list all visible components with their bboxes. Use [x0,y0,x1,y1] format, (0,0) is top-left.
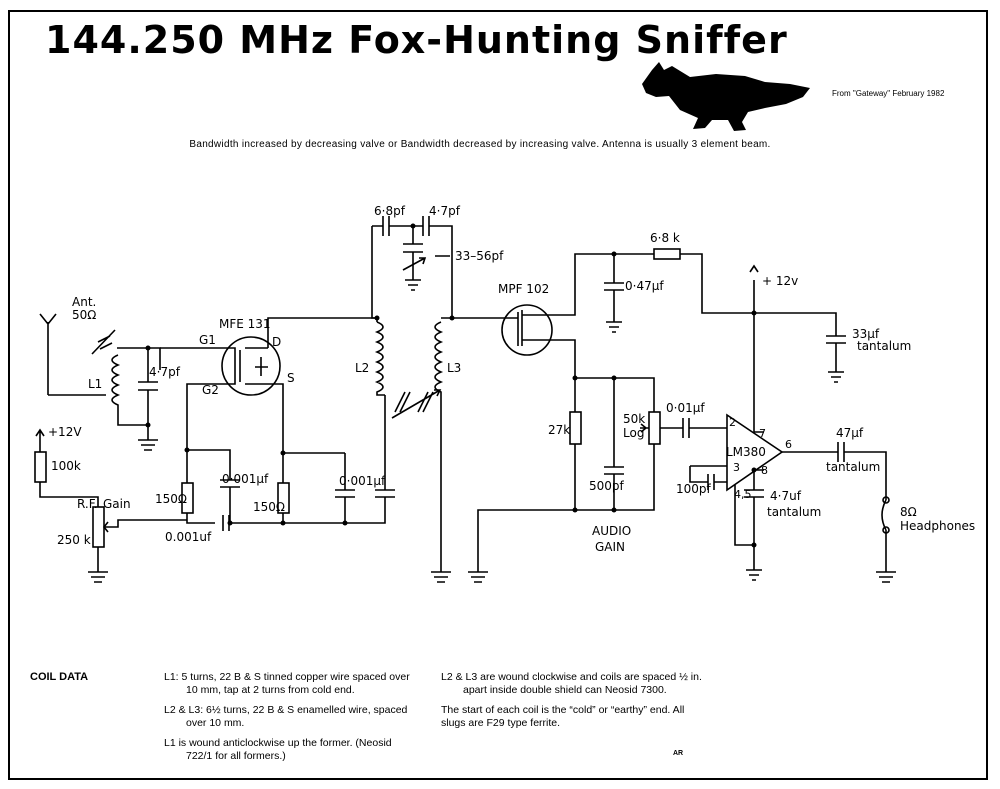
label-rf: R.F. [77,497,98,511]
coil-data-title: COIL DATA [30,671,89,683]
label-r27k: 27k [548,423,570,437]
label-trimmer: 33–56pf [455,249,504,263]
label-lm380: LM380 [726,445,766,459]
label-r150-b: 150Ω [253,500,285,514]
label-l1: L1 [88,377,102,391]
label-c0001-c: 0.001uf [165,530,212,544]
label-c500pf: 500pf [589,479,625,493]
trimmer-33-56pf [403,226,423,291]
label-r68k: 6·8 k [650,231,680,245]
label-pin8: 8 [761,464,768,477]
fox-silhouette [642,62,810,131]
label-g1: G1 [199,333,216,347]
label-c0001-a: 0·001µf [222,472,269,486]
label-audio: AUDIO [592,524,631,538]
label-tantalum-3: tantalum [826,460,880,474]
coil-start-text: The start of each coil is the “cold” or … [441,704,685,729]
l1-coil [111,354,148,426]
label-c0001-b: 0·001µf [339,474,386,488]
label-c68pf: 6·8pf [374,204,406,218]
coil-l1-text: L1: 5 turns, 22 B & S tinned copper wire… [164,671,410,696]
label-hp-imp: 8Ω [900,505,917,519]
author-initials: AR [673,750,684,757]
label-ant-imp: 50Ω [72,308,96,322]
junction-dots [145,223,757,548]
label-rf-gain: Gain [103,497,131,511]
label-s: S [287,371,295,385]
coil-wound-text: L2 & L3 are wound clockwise and coils ar… [441,671,702,696]
rf-gain-pot [92,506,105,548]
label-gain: GAIN [595,540,625,554]
wiring [34,216,896,583]
label-c33uf: 33µf [852,327,880,341]
ground-l1 [138,439,158,451]
l2-coil [374,321,385,396]
label-c-l1: 4·7pf [149,365,181,379]
label-c047: 0·47µf [625,279,664,293]
border-frame [8,10,988,780]
label-v12-right: + 12v [762,274,798,288]
label-l3: L3 [447,361,461,375]
label-mfe131: MFE 131 [219,317,271,331]
label-c100pf: 100pf [676,482,712,496]
label-c47uf: 4·7uf [770,489,802,503]
coil-l2l3-text: L2 & L3: 6½ turns, 22 B & S enamelled wi… [164,704,408,729]
label-pin2: 2 [729,416,736,429]
label-headphones: Headphones [900,519,975,533]
label-c47pf: 4·7pf [429,204,461,218]
c-l1 [138,348,158,440]
bandwidth-note: Bandwidth increased by decreasing valve … [189,139,771,150]
mfe131-transistor [221,336,281,396]
antenna-symbol [39,313,57,395]
label-ant: Ant. [72,295,96,309]
coil-data-column-1: L1: 5 turns, 22 B & S tinned copper wire… [164,671,414,770]
page-title: 144.250 MHz Fox-Hunting Sniffer [45,18,788,62]
mpf102-transistor [501,304,553,356]
l3-coil [434,321,444,572]
label-pot50k: 50k [623,412,645,426]
label-l2: L2 [355,361,369,375]
label-pin45: 4,5 [734,488,752,501]
label-r250k: 250 k [57,533,91,547]
label-tantalum-1: tantalum [857,339,911,353]
label-r150-a: 150Ω [155,492,187,506]
label-g2: G2 [202,383,219,397]
label-tantalum-2: tantalum [767,505,821,519]
label-v12-left: +12V [48,425,82,439]
top-coupling-caps [372,216,453,318]
coil-l1-wound-text: L1 is wound anticlockwise up the former.… [164,737,392,762]
label-pin6: 6 [785,438,792,451]
label-r100k: 100k [51,459,81,473]
label-pin3: 3 [733,461,740,474]
input-trimmer [91,329,116,355]
coil-data-column-2: L2 & L3 are wound clockwise and coils ar… [441,671,711,737]
label-d: D [272,335,281,349]
label-log: Log [623,426,644,440]
label-c47out: 47µf [836,426,864,440]
label-c001uf: 0·01µf [666,401,705,415]
label-pin7: 7 [759,427,766,440]
label-mpf102: MPF 102 [498,282,549,296]
source-credit: From "Gateway" February 1982 [832,89,945,98]
